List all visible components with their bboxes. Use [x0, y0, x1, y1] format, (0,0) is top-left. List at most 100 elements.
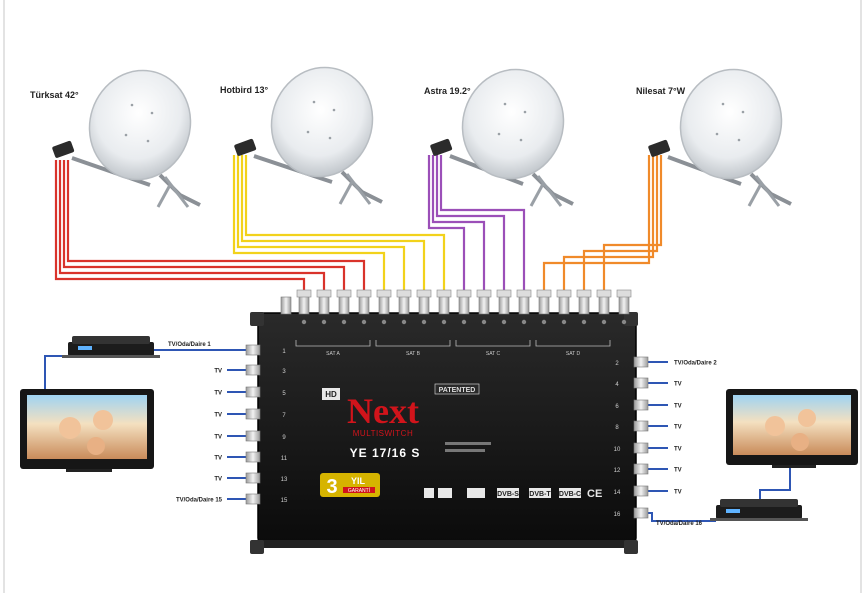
port-number: 6 [615, 404, 619, 410]
dish [234, 66, 383, 205]
output-port-left [245, 344, 261, 356]
patented-text: PATENTED [439, 387, 476, 394]
output-label-right: TV/Oda/Daire 2 [674, 361, 717, 367]
port-number: 3 [282, 369, 286, 375]
output-label-left: TV [214, 456, 222, 462]
sat-cable [582, 155, 659, 305]
output-port-left [245, 386, 261, 398]
patented-badge [434, 383, 480, 395]
input-ports [280, 289, 632, 325]
output-label-left: TV/Oda/Daire 15 [176, 498, 223, 504]
tv-right [726, 389, 858, 468]
output-label-right: TV [674, 468, 682, 474]
svg-text:DVB-T: DVB-T [529, 491, 551, 498]
lnb [648, 139, 671, 157]
output-label-left: TV [214, 413, 222, 419]
satellite-label-nilesat: Nilesat 7°W [636, 86, 686, 96]
input-port [558, 295, 570, 315]
cert-icon-2 [438, 488, 452, 498]
sat-cable [542, 155, 651, 305]
sat-group-label: SAT B [406, 351, 421, 357]
port-number: 15 [281, 498, 288, 504]
receiver-right [710, 499, 808, 521]
output-label-left: TV [214, 369, 222, 375]
output-label-left: TV [214, 477, 222, 483]
output-port-left [245, 472, 261, 484]
sat-cable [62, 160, 346, 305]
sat-group-label: SAT D [566, 351, 581, 357]
sat-cable [427, 155, 466, 305]
dish [430, 68, 574, 207]
input-port [378, 295, 390, 315]
output-port-right [633, 356, 649, 368]
input-port [538, 295, 550, 315]
output-label-left: TV/Oda/Daire 1 [168, 342, 211, 348]
svg-text:DVB-S: DVB-S [497, 491, 519, 498]
output-port-left [245, 493, 261, 505]
port-number: 7 [282, 413, 286, 419]
satellite-dishes [52, 66, 792, 208]
output-label-right: TV [674, 447, 682, 453]
sat-cable [58, 160, 326, 305]
sat-cable [66, 160, 366, 305]
output-port-right [633, 485, 649, 497]
output-port-right [633, 399, 649, 411]
tv-left [20, 389, 154, 472]
sat-group-label: SAT A [326, 351, 340, 357]
output-port-right [633, 420, 649, 432]
port-number: 10 [614, 447, 621, 453]
input-port [398, 295, 410, 315]
port-number: 9 [282, 435, 286, 441]
sat-cable [435, 155, 506, 305]
port-number: 11 [281, 456, 288, 462]
input-port [358, 295, 370, 315]
output-port-left [245, 408, 261, 420]
output-port-left [245, 364, 261, 376]
ce-mark: CE [587, 488, 602, 500]
dvb-c-logo [559, 488, 581, 498]
multiswitch-box [250, 312, 638, 554]
input-port [518, 295, 530, 315]
cert-icon-1 [424, 488, 434, 498]
output-port-right [633, 463, 649, 475]
lnb [52, 140, 75, 158]
sat-cable [240, 155, 426, 305]
port-number: 14 [614, 490, 621, 496]
output-port-right [633, 507, 649, 519]
output-port-right [633, 442, 649, 454]
sat-cable [232, 155, 386, 305]
mounting-foot-right [624, 540, 638, 554]
warranty-number: 3 [326, 476, 337, 498]
sat-cable [54, 160, 306, 305]
output-label-right: TV [674, 425, 682, 431]
port-number: 13 [281, 477, 288, 483]
receiver-left [62, 336, 160, 358]
dvb-s-logo [497, 488, 519, 498]
dish [52, 69, 201, 208]
satellite-label-turksat: Türksat 42° [30, 90, 79, 100]
hd-badge [322, 388, 340, 400]
input-port [438, 295, 450, 315]
dvb-t-logo [529, 488, 551, 498]
sat-group-label: SAT C [486, 351, 501, 357]
input-port [418, 295, 430, 315]
brand-logo: Next [347, 391, 419, 431]
warranty-line: GARANTİ [348, 487, 370, 494]
mounting-foot-left [250, 540, 264, 554]
hd-badge-text: HD [325, 390, 337, 399]
input-port [298, 295, 310, 315]
tv-left-screen [27, 395, 147, 459]
brand-subtitle: MULTISWITCH [353, 429, 413, 438]
sat-cable [244, 155, 446, 305]
port-number: 1 [282, 349, 286, 355]
input-port [498, 295, 510, 315]
input-port [318, 295, 330, 315]
svg-text:DVB-C: DVB-C [559, 491, 581, 498]
sat-cable [439, 155, 526, 305]
output-ports [245, 344, 649, 519]
model-number: YE 17/16 S [350, 446, 421, 460]
port-number: 16 [614, 512, 621, 518]
